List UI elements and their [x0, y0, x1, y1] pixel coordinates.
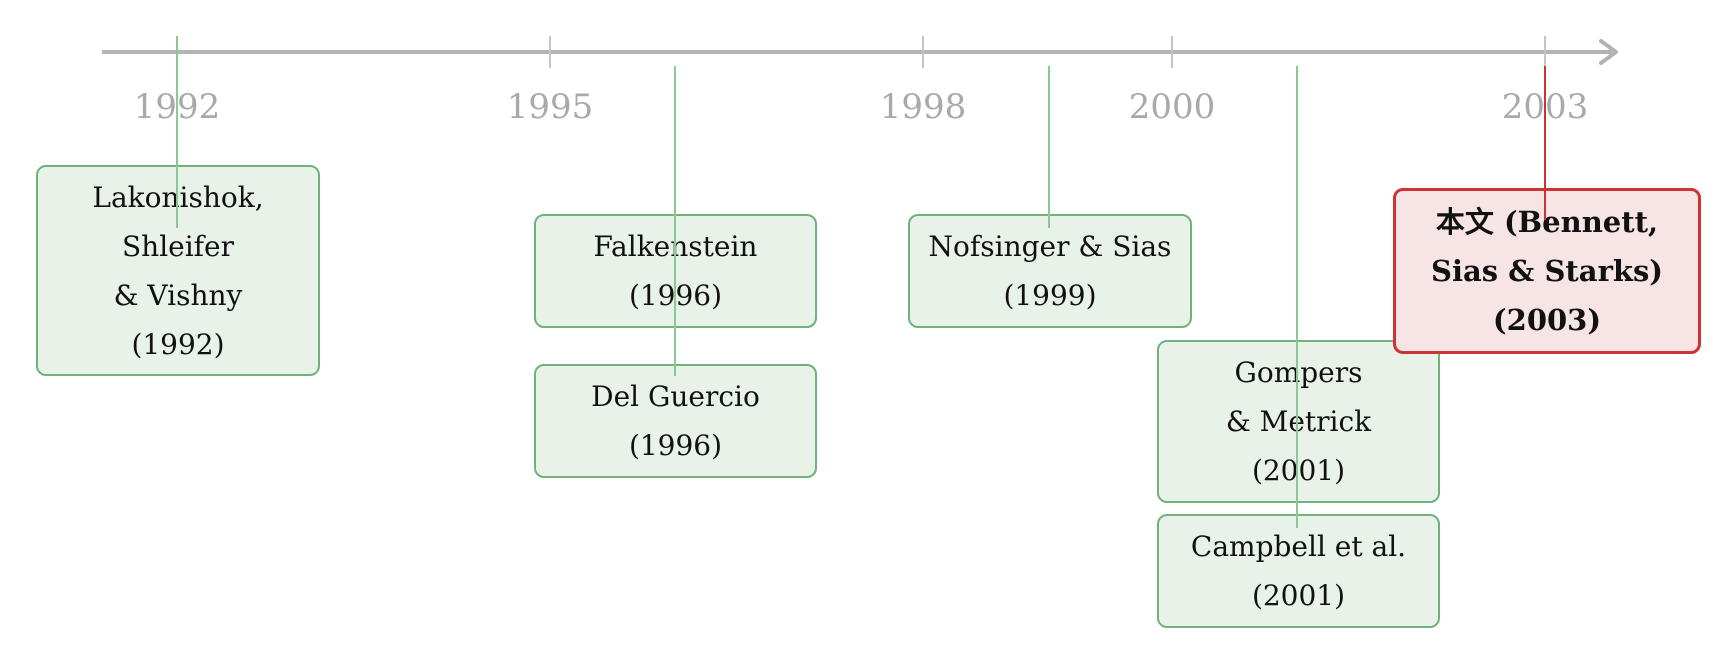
timeline-arrow-head	[1599, 39, 1618, 65]
connector-falkenstein-1996	[674, 66, 676, 376]
event-box-campbell-2001: Campbell et al. (2001)	[1157, 514, 1440, 628]
connector-gompers-campbell-2001	[1296, 66, 1298, 528]
event-box-gompers-metrick-2001: Gompers & Metrick (2001)	[1157, 340, 1440, 503]
connector-lakonishok-1992	[176, 36, 178, 228]
event-box-lakonishok-1992: Lakonishok, Shleifer & Vishny (1992)	[36, 165, 320, 376]
year-label-1998: 1998	[880, 87, 967, 127]
event-box-nofsinger-sias-1999: Nofsinger & Sias (1999)	[908, 214, 1192, 328]
event-box-del-guercio-1996: Del Guercio (1996)	[534, 364, 817, 478]
year-label-1995: 1995	[507, 87, 594, 127]
connector-nofsinger-sias-1999	[1048, 66, 1050, 228]
year-label-2000: 2000	[1129, 87, 1216, 127]
event-box-this-paper-2003: 本文 (Bennett, Sias & Starks) (2003)	[1393, 188, 1701, 354]
connector-this-paper-2003	[1544, 66, 1546, 220]
